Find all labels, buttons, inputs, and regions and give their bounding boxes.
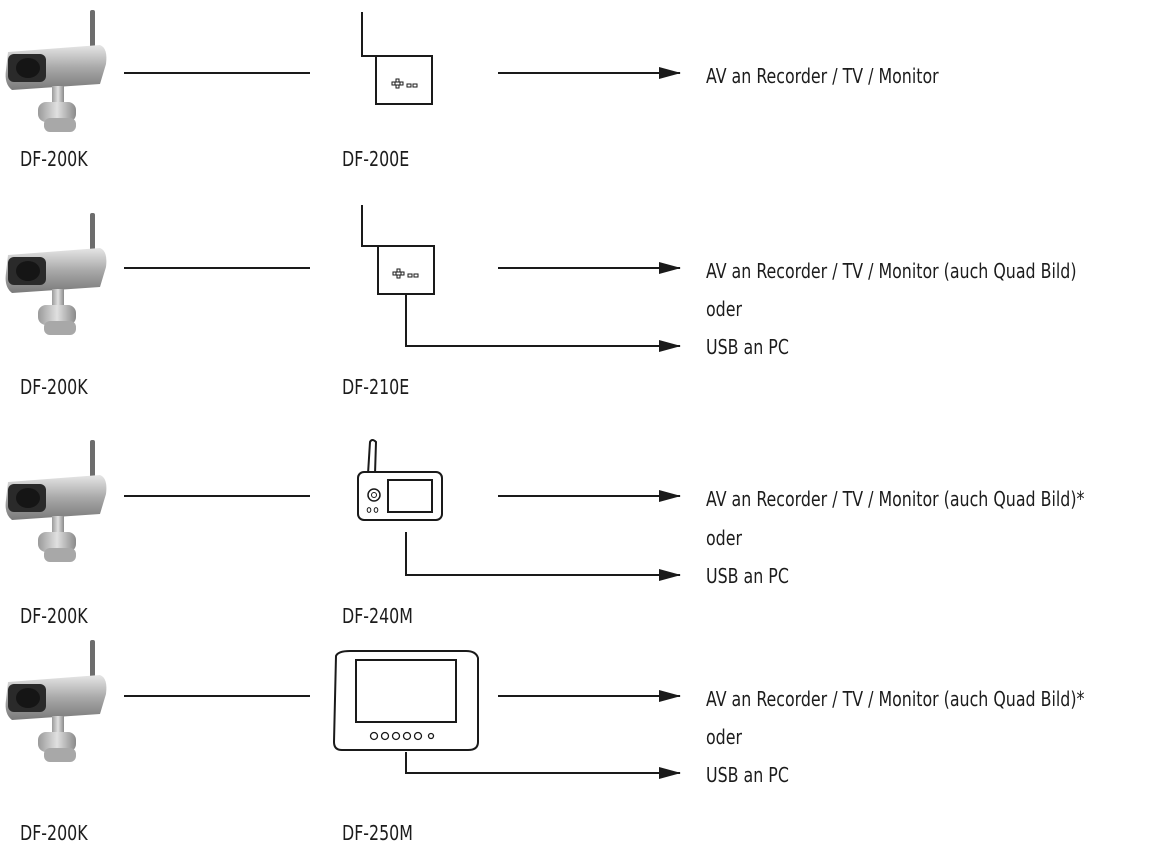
camera-model-label: DF-200K: [20, 147, 88, 171]
av-output-text: AV an Recorder / TV / Monitor (auch Quad…: [706, 487, 1085, 511]
usb-output-arrow: [405, 294, 681, 352]
camera-model-label: DF-200K: [20, 604, 88, 628]
or-text: oder: [706, 297, 742, 321]
usb-output-arrow: [405, 752, 681, 779]
or-text: oder: [706, 725, 742, 749]
usb-output-arrow: [405, 532, 681, 581]
camera-icon: [5, 640, 107, 762]
receiver-model-label: DF-200E: [342, 147, 410, 171]
av-output-text: AV an Recorder / TV / Monitor (auch Quad…: [706, 259, 1077, 283]
or-text: oder: [706, 526, 742, 550]
av-output-text: AV an Recorder / TV / Monitor (auch Quad…: [706, 687, 1085, 711]
receiver-model-label: DF-210E: [342, 375, 410, 399]
row-3: [5, 439, 681, 581]
camera-icon: [5, 440, 107, 562]
row-1: [5, 10, 681, 132]
receiver-model-label: DF-240M: [342, 604, 413, 628]
row-4: [5, 640, 681, 779]
usb-output-text: USB an PC: [706, 335, 789, 359]
receiver-model-label: DF-250M: [342, 821, 413, 845]
usb-output-text: USB an PC: [706, 763, 789, 787]
av-output-text: AV an Recorder / TV / Monitor: [706, 64, 939, 88]
large-monitor-icon: [332, 650, 479, 751]
row-2: [5, 205, 681, 352]
small-monitor-icon: [357, 439, 443, 521]
camera-model-label: DF-200K: [20, 375, 88, 399]
receiver-box-icon: [361, 12, 433, 105]
usb-output-text: USB an PC: [706, 564, 789, 588]
camera-model-label: DF-200K: [20, 821, 88, 845]
receiver-box-icon: [361, 205, 435, 295]
camera-icon: [5, 213, 107, 335]
camera-icon: [5, 10, 107, 132]
